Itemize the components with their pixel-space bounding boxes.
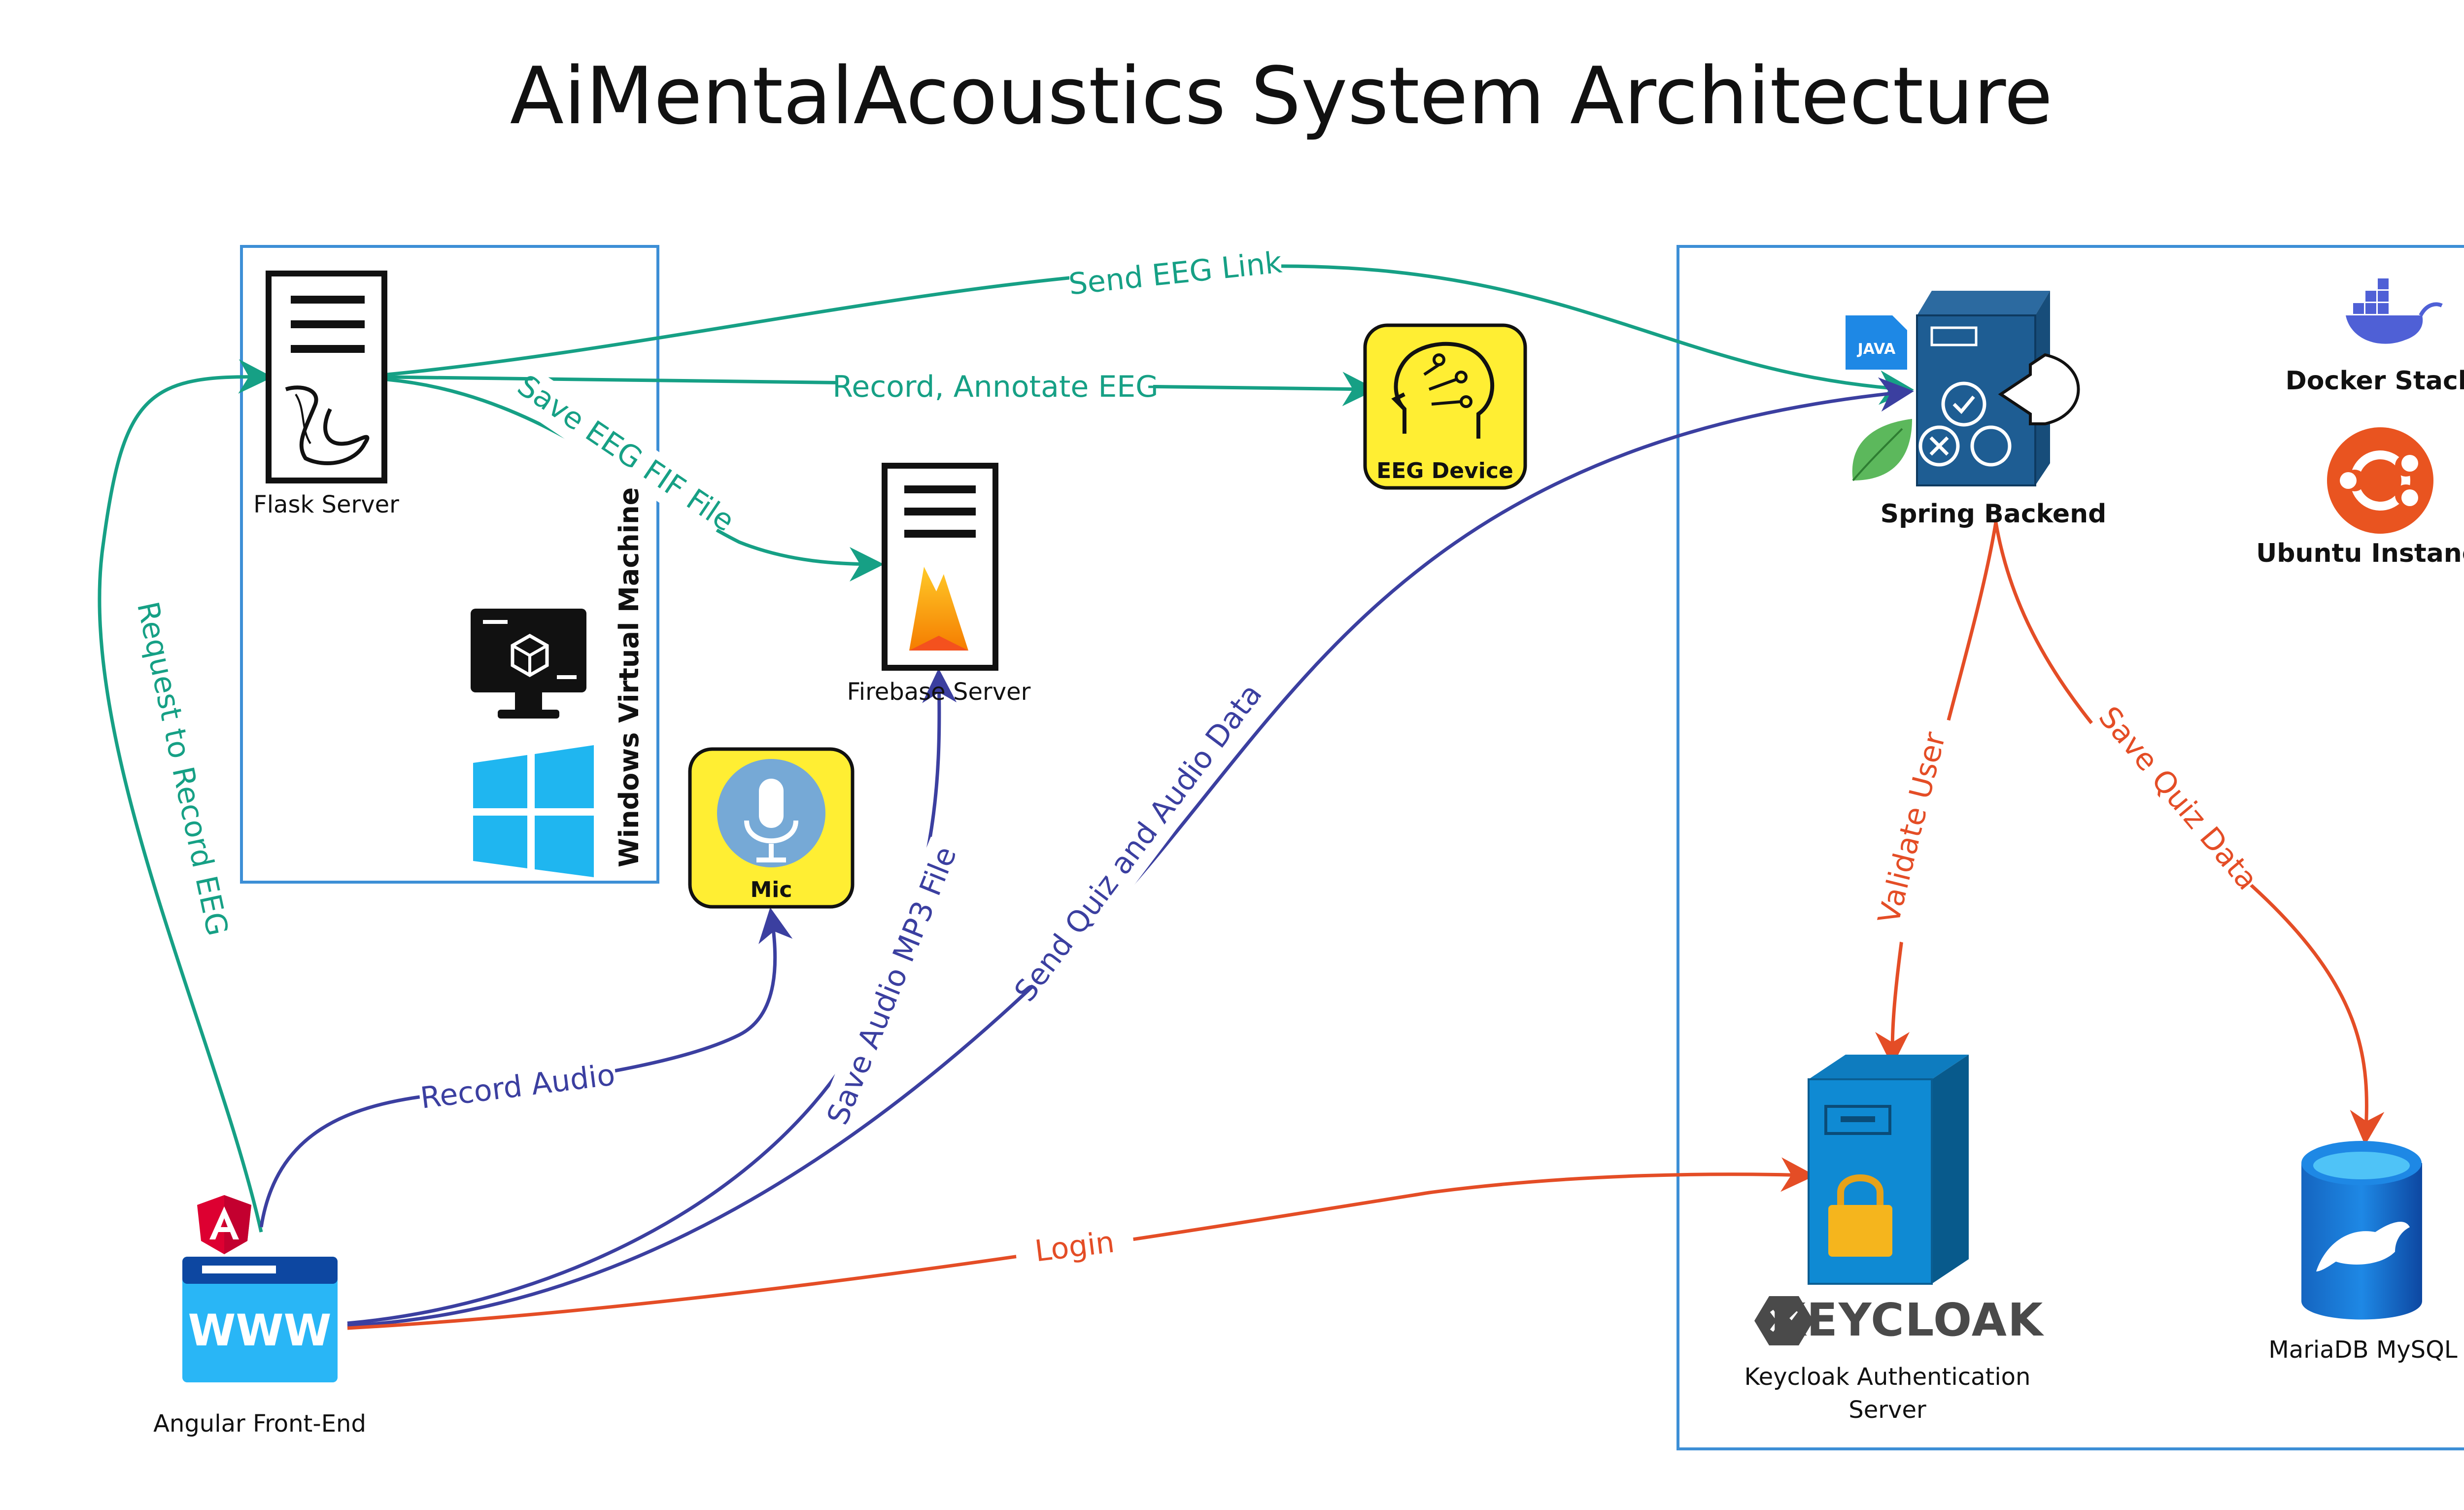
edge-request-record	[98, 359, 273, 1233]
keycloak-label-line2: Server	[1848, 1396, 1926, 1424]
edge-login	[347, 1157, 1815, 1330]
ubuntu-icon	[2327, 427, 2433, 534]
mariadb-node[interactable]	[2301, 1141, 2422, 1320]
spring-backend-label: Spring Backend	[1881, 499, 2107, 529]
edge-label-send-quiz-audio: Send Quiz and Audio Data	[1008, 677, 1269, 1008]
svg-text:WWW: WWW	[188, 1305, 331, 1356]
mariadb-icon	[2301, 1141, 2422, 1320]
mic-icon	[717, 759, 825, 867]
windows-icon	[473, 745, 594, 877]
edge-label-validate-user: Validate User	[1872, 728, 1952, 927]
flask-server-node[interactable]	[266, 271, 387, 483]
edge-label-record-annotate: Record, Annotate EEG	[832, 370, 1158, 404]
svg-text:KEYCLOAK: KEYCLOAK	[1771, 1294, 2045, 1346]
eeg-brain-icon	[1391, 342, 1495, 439]
keycloak-logo: KEYCLOAK	[1754, 1294, 2045, 1346]
ubuntu-label: Ubuntu Instance	[2256, 539, 2464, 568]
keycloak-label-line1: Keycloak Authentication	[1745, 1363, 2031, 1391]
docker-label: Docker Stack	[2286, 366, 2464, 396]
windows-vm-label: Windows Virtual Machine	[614, 487, 645, 867]
svg-text:JAVA: JAVA	[1857, 341, 1896, 358]
eeg-device-label: EEG Device	[1376, 458, 1513, 483]
java-icon: JAVA	[1846, 315, 1907, 370]
cloud-box	[1677, 245, 2464, 1450]
spring-leaf-icon	[1852, 419, 1912, 481]
flask-icon	[285, 385, 370, 465]
mic-node[interactable]: Mic	[688, 747, 855, 909]
spring-server-icon	[1916, 291, 2080, 486]
mariadb-label: MariaDB MySQL	[2268, 1336, 2458, 1364]
monitor-icon	[471, 609, 586, 719]
spring-backend-node[interactable]: JAVA	[1846, 291, 2080, 486]
windows-vm-box	[240, 245, 659, 884]
edge-label-save-quiz: Save Quiz Data	[2092, 700, 2265, 897]
mic-label: Mic	[751, 877, 792, 902]
angular-frontend-node[interactable]: WWW	[182, 1195, 338, 1382]
firebase-server-node[interactable]	[882, 463, 998, 671]
firebase-icon	[909, 567, 968, 651]
diagram-title: AiMentalAcoustics System Architecture	[510, 50, 2053, 142]
firebase-server-label: Firebase Server	[847, 678, 1031, 706]
www-icon: WWW	[182, 1257, 338, 1382]
docker-icon	[2346, 278, 2443, 344]
eeg-device-node[interactable]: EEG Device	[1363, 323, 1527, 490]
edge-label-request-record: Request to Record EEG	[130, 599, 235, 939]
angular-frontend-label: Angular Front-End	[153, 1410, 366, 1438]
angular-icon	[197, 1195, 251, 1254]
flask-server-label: Flask Server	[253, 491, 399, 518]
lock-icon	[1828, 1174, 1892, 1257]
keycloak-server-node[interactable]: KEYCLOAK	[1754, 1055, 2045, 1346]
